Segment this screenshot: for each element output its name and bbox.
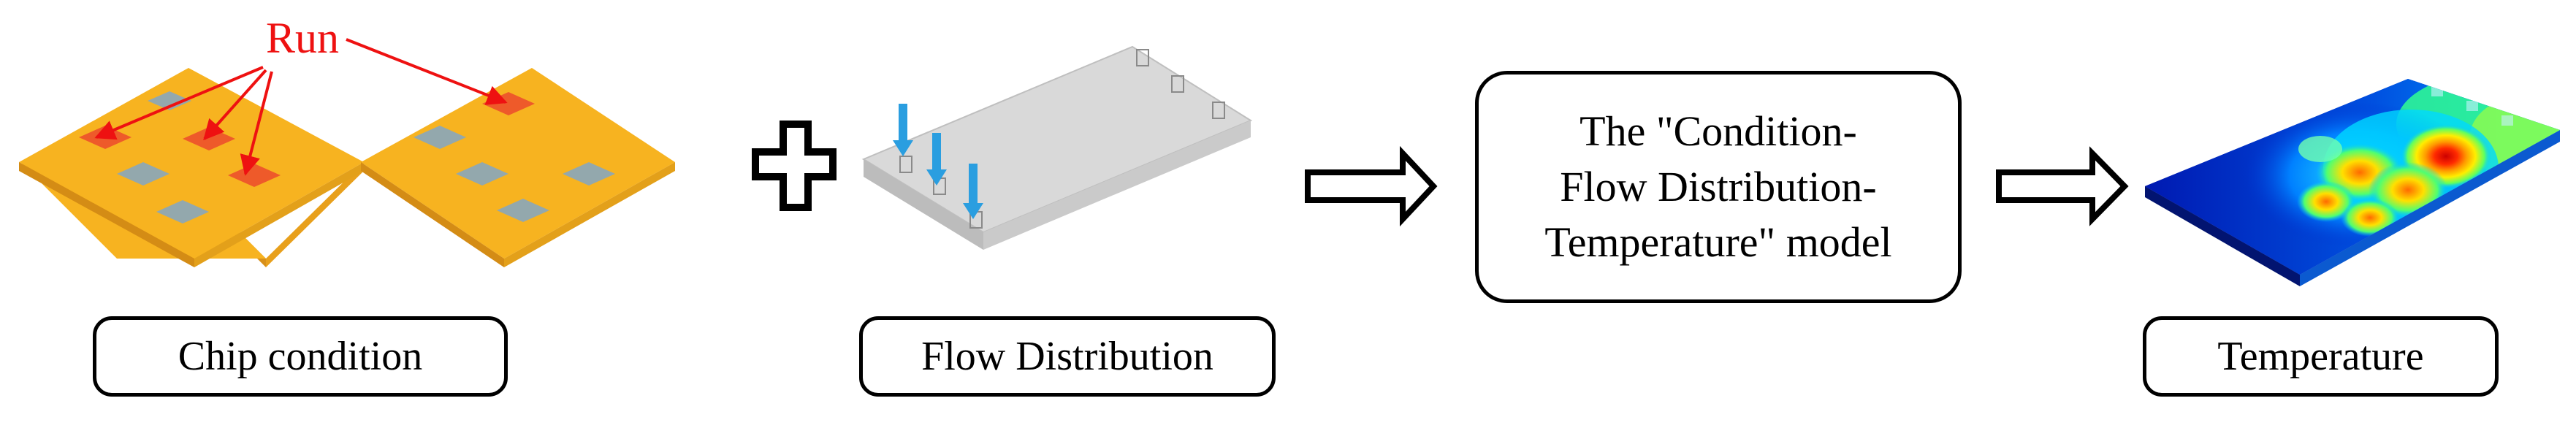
condition-flow-temperature-model-box: The "Condition- Flow Distribution- Tempe… bbox=[1475, 71, 1962, 303]
chip-idle bbox=[456, 162, 508, 186]
model-label-line-1: The "Condition- bbox=[1579, 107, 1857, 155]
arrow-right-icon-1 bbox=[1305, 145, 1438, 227]
run-annotation: Run bbox=[266, 14, 340, 62]
chip-board-1-top bbox=[19, 68, 364, 267]
model-label-line-2: Flow Distribution- bbox=[1560, 163, 1877, 210]
model-label-line-3: Temperature" model bbox=[1544, 218, 1892, 266]
chip-idle bbox=[148, 91, 191, 110]
run-arrows bbox=[94, 38, 508, 176]
temperature-map bbox=[2145, 79, 2560, 286]
cold-plate bbox=[861, 45, 1253, 250]
chip-idle bbox=[156, 200, 209, 223]
chip-idle bbox=[497, 199, 549, 222]
chip-board-2 bbox=[361, 68, 675, 267]
chip-idle bbox=[414, 126, 466, 149]
chip-idle bbox=[563, 162, 615, 186]
flow-arrow-icons bbox=[893, 104, 983, 219]
temperature-label: Temperature bbox=[2143, 316, 2499, 397]
plus-icon bbox=[752, 121, 837, 211]
chip-condition-label: Chip condition bbox=[93, 316, 508, 397]
chip-idle bbox=[117, 162, 169, 186]
flow-distribution-label: Flow Distribution bbox=[859, 316, 1276, 397]
arrow-right-icon-2 bbox=[1996, 146, 2129, 226]
